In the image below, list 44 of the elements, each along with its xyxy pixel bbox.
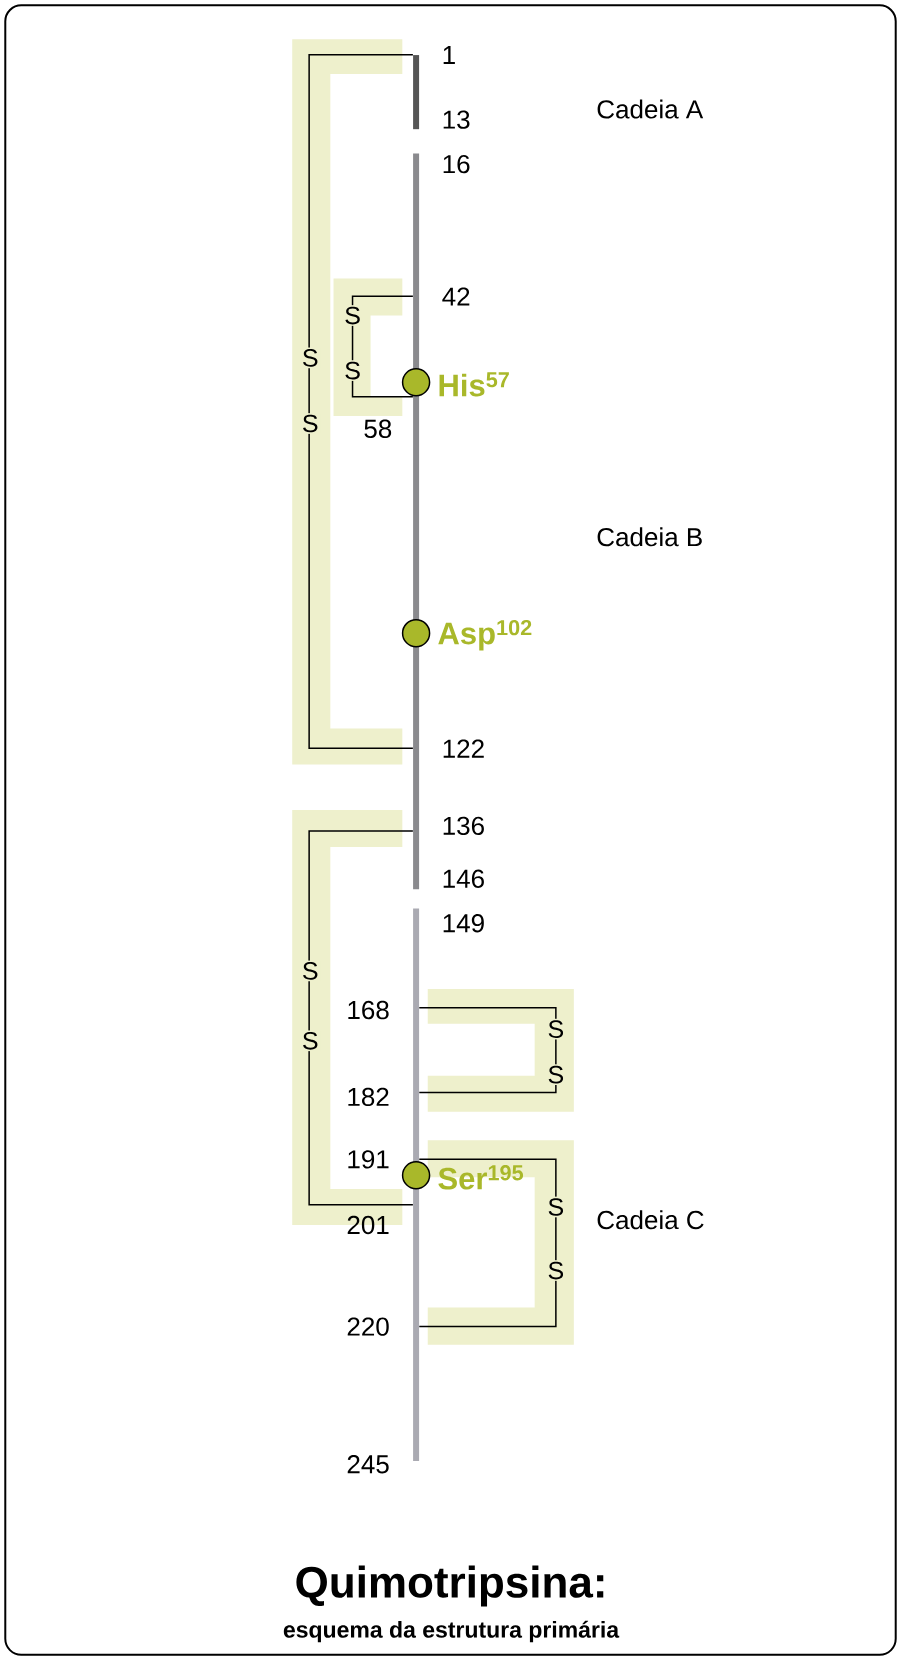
polypeptide-chain <box>413 55 420 130</box>
residue-number: 149 <box>443 914 484 933</box>
residue-label: Ser$^{195}$ <box>438 1165 524 1190</box>
sulfur-label: S <box>300 960 321 982</box>
sulfur-label: S <box>342 305 363 326</box>
polypeptide-chain <box>413 153 420 890</box>
chain-label: Cadeia B <box>597 527 702 547</box>
disulfide-bridge <box>418 1158 557 1328</box>
sulfur-label: S <box>546 1018 566 1040</box>
sulfur-label: S <box>300 347 321 369</box>
residue-number: 58 <box>364 419 392 438</box>
caption: esquema da estrutura primária <box>283 1620 620 1643</box>
title: Quimotripsina: <box>296 1565 604 1607</box>
chain-label: Cadeia C <box>597 1210 704 1230</box>
residue-label: Asp$^{102}$ <box>438 619 532 651</box>
residue-number: 122 <box>443 739 484 758</box>
residue-number: 16 <box>443 154 470 174</box>
sulfur-label: S <box>300 413 321 434</box>
residue-number: 201 <box>347 1215 389 1235</box>
residue-number: 182 <box>348 1087 389 1107</box>
sulfur-label: S <box>546 1260 566 1281</box>
residue-number: 220 <box>347 1317 389 1336</box>
residue-dot <box>401 1161 431 1190</box>
sulfur-label: S <box>546 1064 566 1085</box>
sulfur-label: S <box>300 1030 321 1052</box>
disulfide-bridge <box>351 295 414 398</box>
residue-number: 191 <box>348 1150 389 1169</box>
sulfur-label: S <box>546 1196 566 1218</box>
disulfide-bridge <box>308 54 414 750</box>
sulfur-label: S <box>342 360 363 381</box>
residue-number: 146 <box>443 869 484 888</box>
residue-number: 42 <box>442 287 470 306</box>
chain-label: Cadeia A <box>597 99 704 119</box>
residue-dot <box>401 367 431 397</box>
disulfide-bridge <box>308 830 414 1206</box>
residue-number: 1 <box>443 46 455 64</box>
residue-number: 245 <box>347 1455 389 1474</box>
residue-number: 168 <box>348 1000 389 1020</box>
residue-dot <box>401 618 431 648</box>
disulfide-bridge <box>418 1007 557 1094</box>
residue-number: 13 <box>443 110 470 129</box>
residue-number: 136 <box>443 816 484 836</box>
residue-label: His$^{57}$ <box>439 372 509 397</box>
polypeptide-chain <box>413 908 420 1462</box>
